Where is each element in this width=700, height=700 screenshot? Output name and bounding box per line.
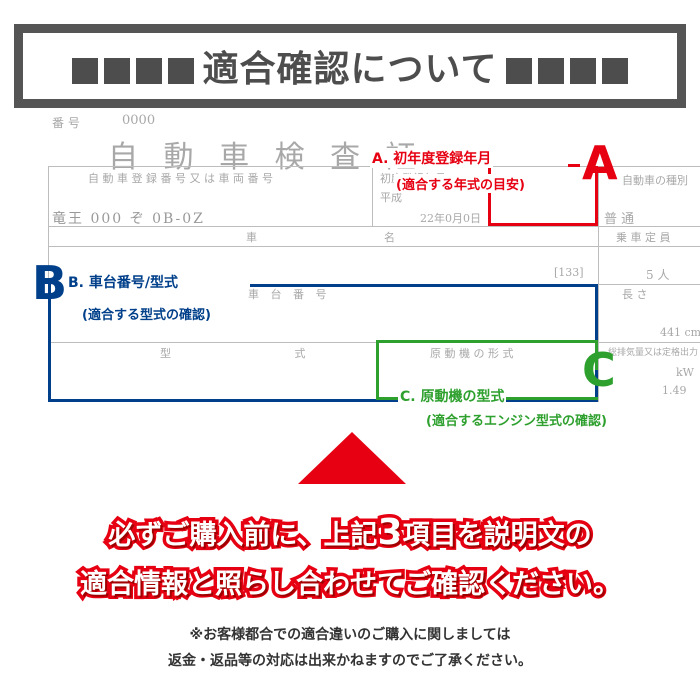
square-block-icon xyxy=(570,58,597,84)
up-triangle-icon xyxy=(298,432,406,484)
cert-vehicle-class-header: 自動車の種別 xyxy=(622,174,688,187)
label-a-letter: A xyxy=(582,136,618,190)
warning-line-1-post: 項目を説明文の xyxy=(399,517,595,555)
square-block-icon xyxy=(538,58,565,84)
square-block-icon xyxy=(167,58,194,84)
banner-title: 適合確認について xyxy=(202,49,498,90)
square-block-icon xyxy=(71,58,98,84)
header-banner: 適合確認について xyxy=(14,24,686,108)
warning-line-2: 適合情報と照らし合わせてご確認ください。 xyxy=(77,566,624,604)
highlight-box-a xyxy=(488,166,598,226)
highlight-box-c-right xyxy=(595,340,598,370)
label-c-title: C. 原動機の型式 xyxy=(398,386,507,406)
label-b-subtitle: (適合する型式の確認) xyxy=(80,304,213,323)
cert-length-value: 441 cm xyxy=(660,326,700,339)
cert-line xyxy=(48,226,700,227)
cert-car-header: 車 xyxy=(246,231,257,244)
cert-title: 自 動 車 検 査 証 xyxy=(108,140,424,175)
cert-line xyxy=(598,166,599,402)
cert-model-header: 型 式 xyxy=(160,347,366,360)
cert-line xyxy=(372,166,373,226)
cert-length-header: 長 さ xyxy=(622,288,648,301)
square-block-icon xyxy=(135,58,162,84)
cert-code-value: [133] xyxy=(554,266,584,279)
cert-reg-number: 竜王 000 ぞ 0B-0Z xyxy=(52,211,205,227)
cert-vehicle-class-value: 普 通 xyxy=(604,212,635,227)
cert-line xyxy=(48,246,700,247)
highlight-box-b-inner xyxy=(48,284,51,402)
warning-line-1-pre: 必ずご購入前に、上記 xyxy=(105,517,381,555)
note-line-2: 返金・返品等の対応は出来かねますのでご了承ください。 xyxy=(168,653,532,669)
label-a-subtitle: (適合する年式の目安) xyxy=(394,174,527,193)
cert-reg-header: 自 動 車 登 録 番 号 又 は 車 両 番 号 xyxy=(88,172,273,185)
square-block-icon xyxy=(602,58,629,84)
label-b-title: B. 車台番号/型式 xyxy=(66,272,180,292)
warning-line-1-number: 3 xyxy=(374,509,406,557)
cert-engine-header: 原 動 機 の 形 式 xyxy=(430,347,514,360)
cert-displacement-header: 総排気量又は定格出力 xyxy=(608,348,699,358)
cert-name-header: 名 xyxy=(384,231,395,244)
connector-a xyxy=(568,164,580,167)
cert-line xyxy=(598,284,700,285)
label-a-title: A. 初年度登録年月 xyxy=(370,148,494,168)
cert-displacement-value: 1.49 xyxy=(662,384,687,397)
cert-number-value: 0000 xyxy=(122,113,156,128)
cert-capacity-value: 5 人 xyxy=(646,268,670,282)
banner-title-row: 適合確認について xyxy=(69,40,632,92)
cert-era: 平成 xyxy=(380,191,402,204)
highlight-box-b-top xyxy=(250,284,598,287)
label-c-letter: C xyxy=(582,343,616,397)
cert-line xyxy=(48,342,700,343)
header-banner-inner: 適合確認について xyxy=(23,33,677,99)
cert-capacity-header: 乗 車 定 員 xyxy=(616,231,671,244)
square-block-icon xyxy=(103,58,130,84)
label-c-subtitle: (適合するエンジン型式の確認) xyxy=(424,410,609,429)
note-line-1: ※お客様都合での適合違いのご購入に関しましては xyxy=(189,627,511,643)
cert-displacement-unit: kW xyxy=(676,366,694,379)
warning-line-1: 必ずご購入前に、上記3項目を説明文の xyxy=(0,509,700,557)
cert-number-label: 番 号 xyxy=(52,116,80,130)
cert-first-reg-value: 22年0月0日 xyxy=(420,212,481,225)
square-block-icon xyxy=(506,58,533,84)
label-b-letter: B xyxy=(32,256,68,310)
cert-chassis-header: 車 台 番 号 xyxy=(248,288,331,301)
